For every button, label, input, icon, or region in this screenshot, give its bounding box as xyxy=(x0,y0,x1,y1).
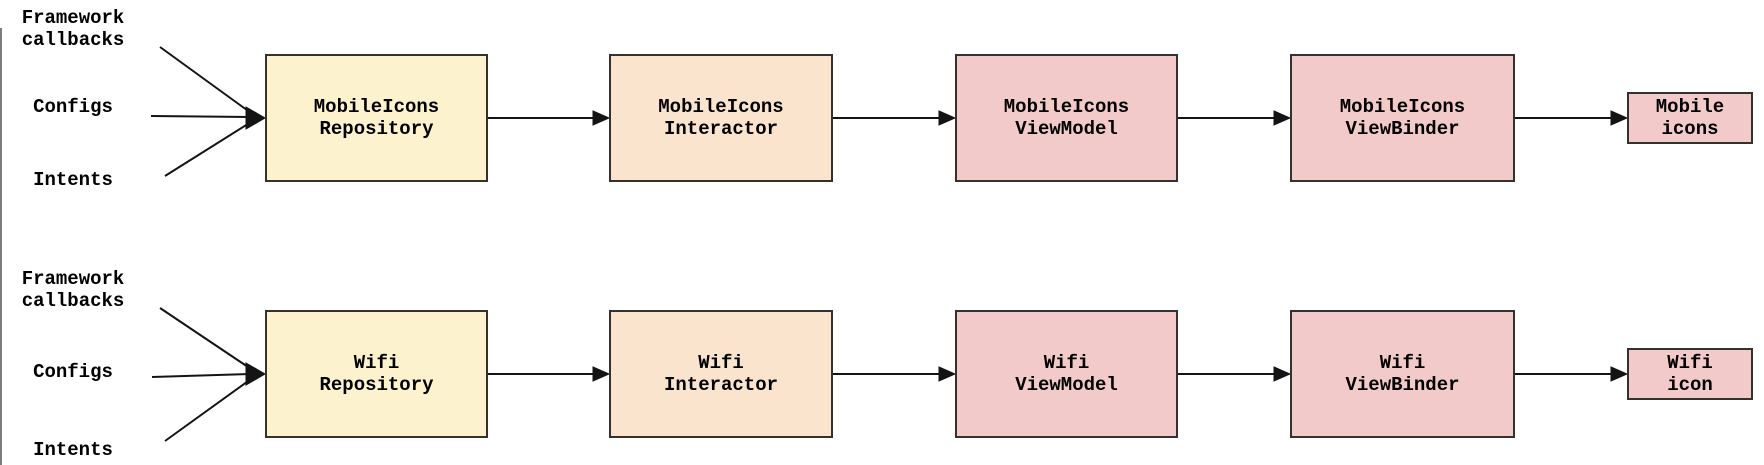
left-edge-artifact xyxy=(0,28,2,465)
framework-label-line1: Framework xyxy=(21,7,125,29)
node-label-line1: MobileIcons xyxy=(658,96,784,118)
row2-framework-callbacks-label: Framework callbacks xyxy=(6,268,140,312)
node-label-line2: ViewModel xyxy=(1015,118,1118,140)
framework-label-line2: callbacks xyxy=(21,29,125,51)
node-label-line1: Wifi xyxy=(1379,352,1426,374)
node-label-line2: ViewModel xyxy=(1015,374,1118,396)
wifi-repository-node: Wifi Repository xyxy=(265,310,488,438)
framework-label-line2: callbacks xyxy=(21,290,125,312)
mobileicons-interactor-node: MobileIcons Interactor xyxy=(609,54,833,182)
output-label-line1: Wifi xyxy=(1667,352,1713,374)
node-label-line2: Repository xyxy=(319,118,434,140)
node-label-line1: MobileIcons xyxy=(1003,96,1130,118)
wifi-interactor-node: Wifi Interactor xyxy=(609,310,833,438)
row2-flow-arrows xyxy=(488,366,1629,382)
node-label-line1: MobileIcons xyxy=(1339,96,1466,118)
row2-configs-label: Configs xyxy=(33,361,113,383)
row1-framework-callbacks-label: Framework callbacks xyxy=(6,7,140,51)
row2-input-arrows xyxy=(151,307,266,442)
wifi-viewmodel-node: Wifi ViewModel xyxy=(955,310,1178,438)
node-label-line2: ViewBinder xyxy=(1345,374,1460,396)
mobileicons-repository-node: MobileIcons Repository xyxy=(265,54,488,182)
wifi-icon-output-node: Wifi icon xyxy=(1627,348,1753,400)
row1-input-arrows xyxy=(150,46,266,177)
node-label-line1: Wifi xyxy=(698,352,744,374)
row2-intents-label: Intents xyxy=(33,439,113,461)
row1-intents-label: Intents xyxy=(33,169,113,191)
row1-flow-arrows xyxy=(488,110,1629,126)
row1-configs-label: Configs xyxy=(33,96,113,118)
node-label-line1: Wifi xyxy=(1043,352,1090,374)
node-label-line2: Interactor xyxy=(663,374,779,396)
node-label-line1: Wifi xyxy=(353,352,400,374)
framework-label-line1: Framework xyxy=(21,268,125,290)
mobile-icons-output-node: Mobile icons xyxy=(1627,92,1753,144)
output-label-line2: icons xyxy=(1661,118,1719,140)
mobileicons-viewbinder-node: MobileIcons ViewBinder xyxy=(1290,54,1515,182)
output-label-line1: Mobile xyxy=(1655,96,1725,118)
mobileicons-viewmodel-node: MobileIcons ViewModel xyxy=(955,54,1178,182)
wifi-viewbinder-node: Wifi ViewBinder xyxy=(1290,310,1515,438)
node-label-line2: ViewBinder xyxy=(1345,118,1460,140)
node-label-line2: Interactor xyxy=(663,118,779,140)
node-label-line1: MobileIcons xyxy=(313,96,440,118)
node-label-line2: Repository xyxy=(319,374,434,396)
output-label-line2: icon xyxy=(1667,374,1713,396)
